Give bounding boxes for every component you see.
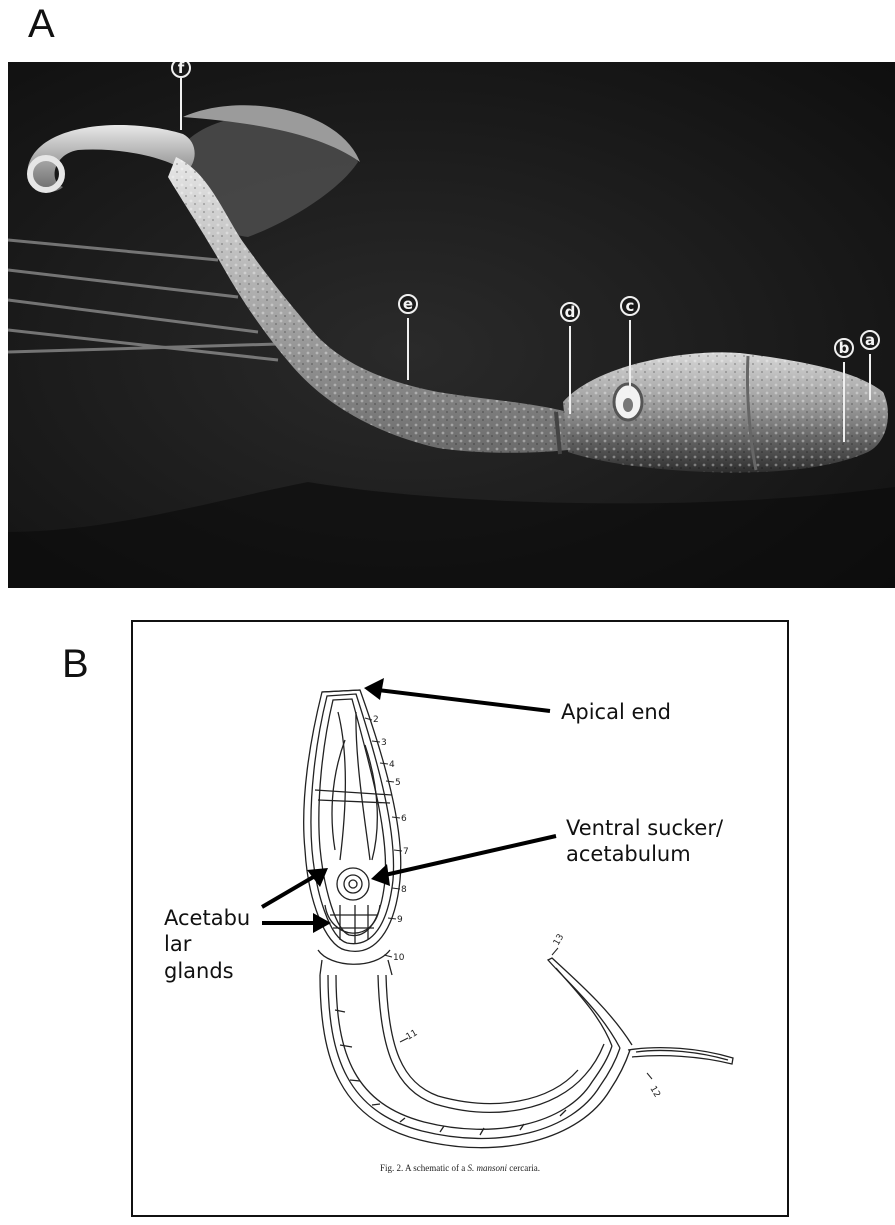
- caption-species: S. mansoni: [468, 1163, 508, 1173]
- annotation-glands-line3: glands: [164, 958, 264, 984]
- photo-label-c: c: [626, 297, 635, 315]
- annotation-acetabular-glands: Acetabu lar glands: [164, 905, 264, 984]
- photo-label-f: f: [178, 62, 185, 77]
- caption-suffix: cercaria.: [507, 1163, 540, 1173]
- photo-label-d: d: [565, 303, 576, 321]
- figure-caption: Fig. 2. A schematic of a S. mansoni cerc…: [131, 1163, 789, 1173]
- annotation-apical-end: Apical end: [561, 699, 671, 725]
- sem-micrograph: ab c d e f: [8, 62, 895, 588]
- annotation-ventral-line2: acetabulum: [566, 841, 766, 867]
- annotation-glands-line1: Acetabu: [164, 905, 264, 931]
- photo-label-b: b: [839, 339, 850, 357]
- panel-label-a: A: [28, 4, 55, 44]
- photo-label-a: a: [865, 331, 875, 349]
- annotation-ventral-line1: Ventral sucker/: [566, 815, 766, 841]
- annotation-glands-line2: lar: [164, 931, 264, 957]
- annotation-ventral-sucker: Ventral sucker/ acetabulum: [566, 815, 766, 868]
- panel-label-b: B: [62, 644, 89, 684]
- caption-prefix: Fig. 2. A schematic of a: [380, 1163, 468, 1173]
- photo-label-e: e: [403, 295, 413, 313]
